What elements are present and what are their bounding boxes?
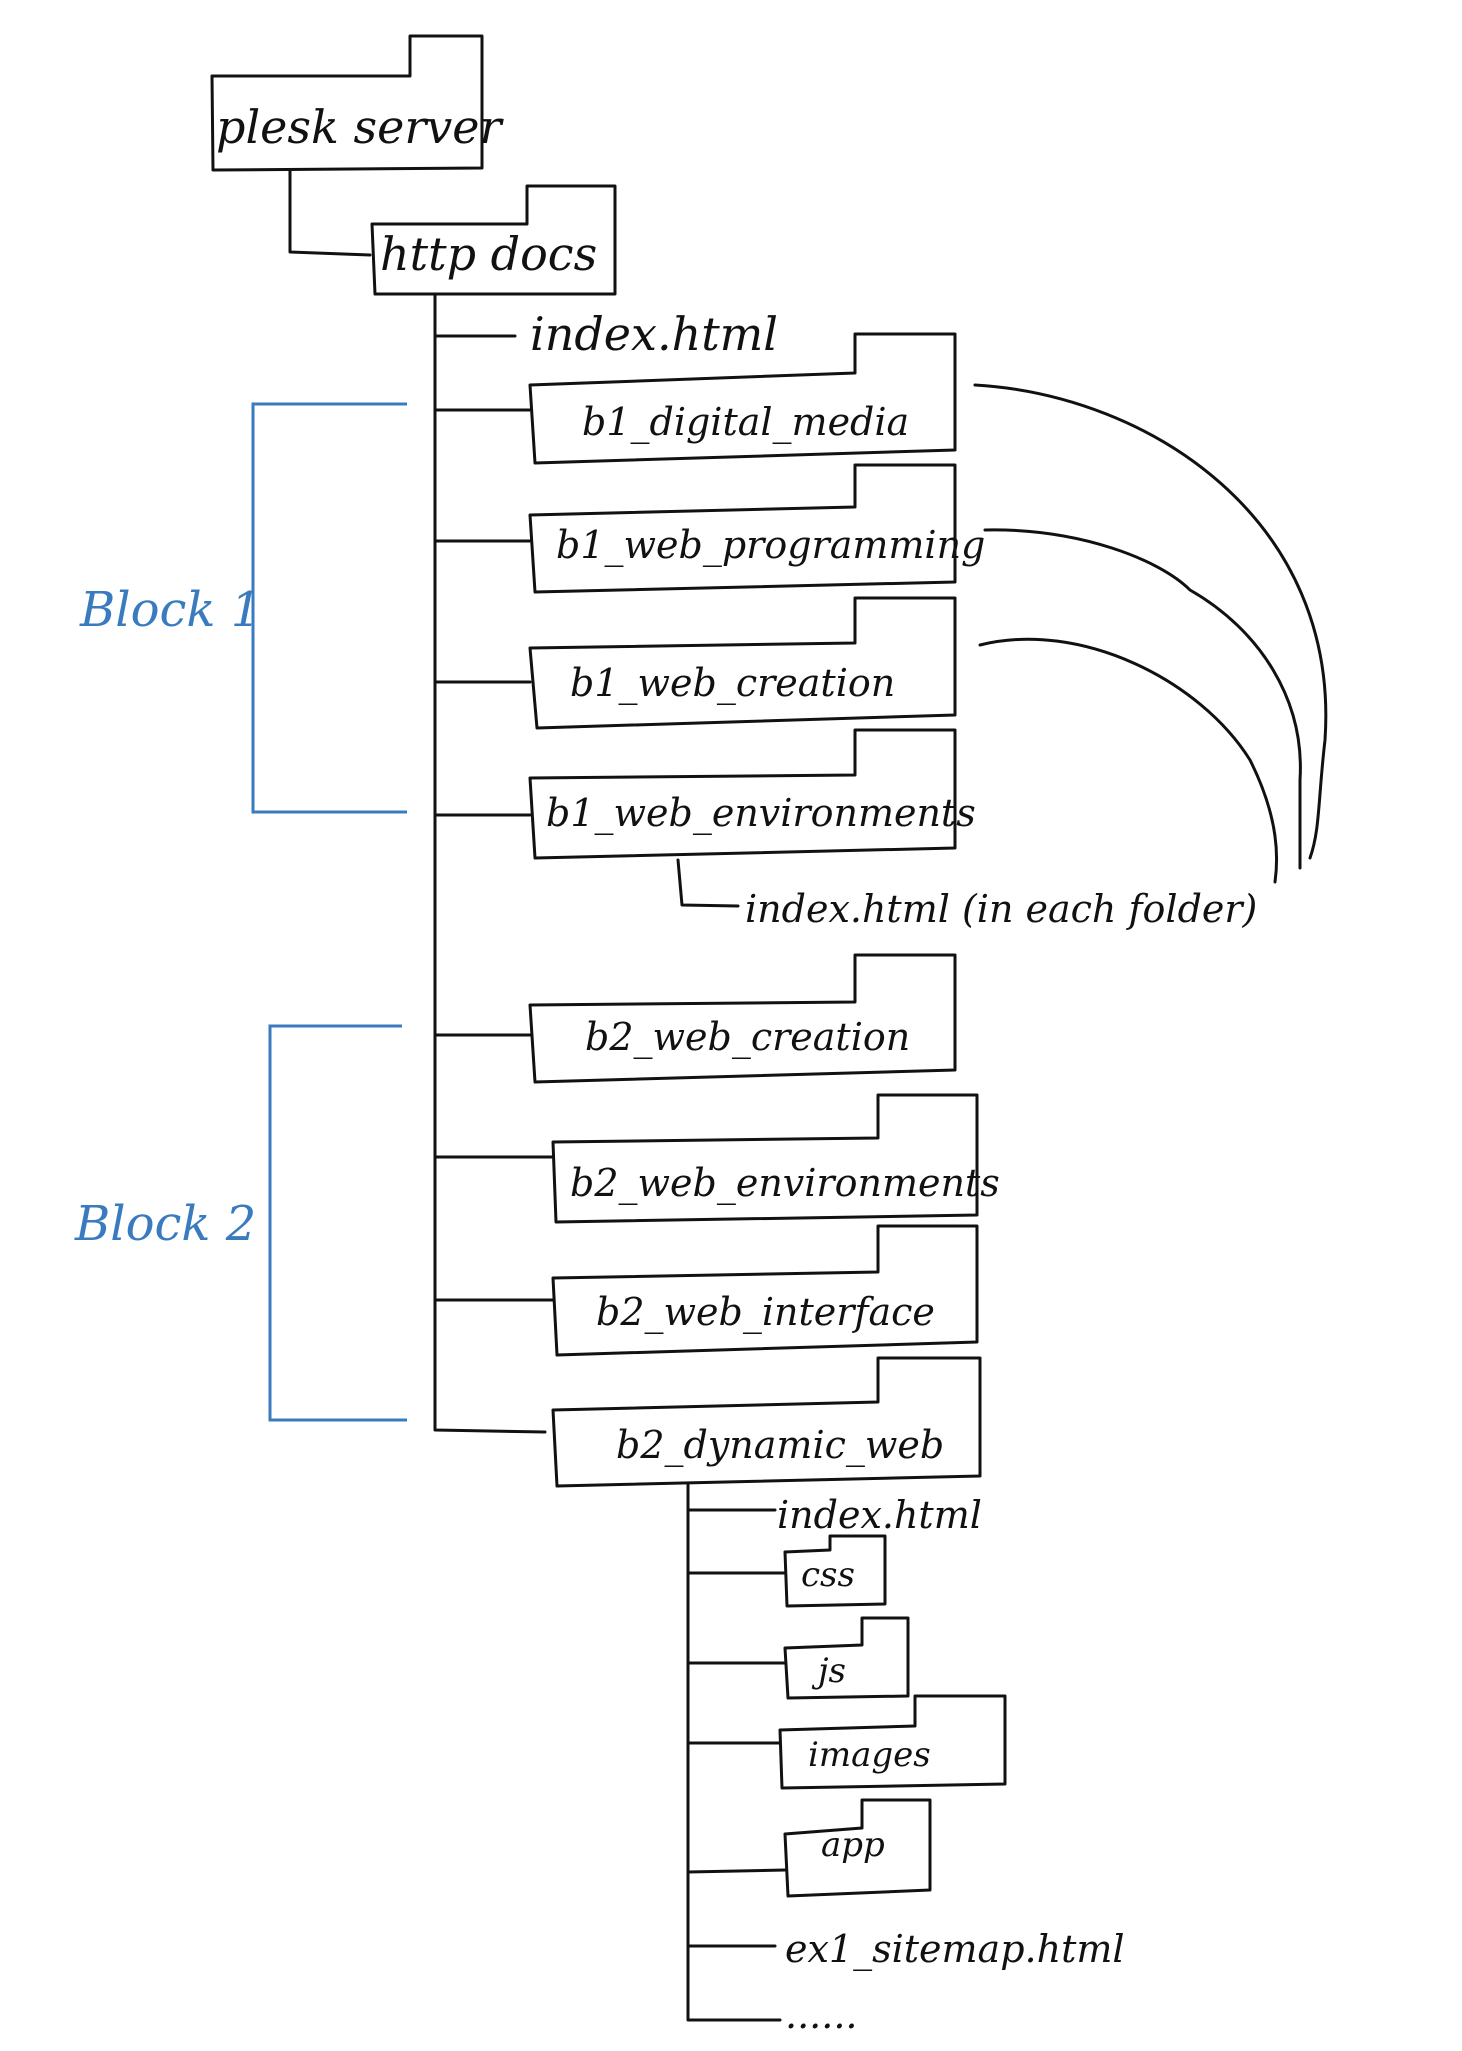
arc-b1-digital-media	[973, 383, 1328, 860]
file-index-dynamic[interactable]: index.html	[777, 1493, 982, 1537]
folder-app[interactable]: app	[783, 1798, 932, 1898]
folder-icon	[778, 1694, 1007, 1790]
arc-b1-web-programming	[983, 528, 1302, 870]
httpdocs-trunk	[433, 290, 547, 1434]
folder-icon	[783, 1534, 887, 1608]
block-1-group: Block 1	[79, 402, 407, 814]
block-2-group: Block 2	[74, 1024, 407, 1422]
folder-b2-web-interface[interactable]: b2_web_interface	[551, 1224, 979, 1357]
folder-icon	[783, 1798, 932, 1898]
folder-icon	[551, 1356, 982, 1488]
folder-label: app	[821, 1825, 885, 1865]
folder-label: plesk server	[216, 100, 505, 154]
folder-icon	[528, 728, 957, 860]
folder-label: css	[801, 1555, 855, 1595]
folder-icon	[528, 332, 957, 465]
block-2-label: Block 2	[74, 1196, 256, 1252]
folder-b2-web-creation[interactable]: b2_web_creation	[528, 953, 957, 1084]
folder-label: b2_web_environments	[570, 1161, 1000, 1206]
block-1-label: Block 1	[79, 582, 261, 638]
folder-b1-web-creation[interactable]: b1_web_creation	[528, 596, 957, 730]
folder-label: b2_dynamic_web	[616, 1423, 944, 1468]
file-index-root[interactable]: index.html	[530, 307, 778, 361]
folder-label: b1_web_programming	[556, 523, 985, 568]
folder-images[interactable]: images	[778, 1694, 1007, 1790]
file-index-each-folder[interactable]: index.html (in each folder)	[745, 887, 1257, 931]
folder-label: images	[808, 1735, 931, 1775]
folder-icon	[210, 34, 484, 172]
folder-label: b1_web_environments	[546, 791, 976, 836]
edge-b1env-index	[676, 858, 740, 908]
folder-label: http docs	[380, 227, 597, 281]
folder-b1-digital-media[interactable]: b1_digital_media	[528, 332, 957, 465]
folder-icon	[528, 596, 957, 730]
folder-icon	[528, 463, 957, 594]
folder-icon	[528, 953, 957, 1084]
folder-icon	[551, 1224, 979, 1357]
more-files-ellipsis: ......	[785, 1993, 857, 2037]
folder-css[interactable]: css	[783, 1534, 887, 1608]
folder-label: b1_digital_media	[582, 400, 909, 445]
connectors	[288, 168, 787, 2022]
edge-dyn-app	[686, 1868, 787, 1874]
folder-label: b1_web_creation	[570, 661, 895, 706]
file-ex1-sitemap[interactable]: ex1_sitemap.html	[785, 1927, 1125, 1972]
folder-b2-web-environments[interactable]: b2_web_environments	[551, 1093, 1000, 1224]
block-1-bracket	[251, 402, 407, 814]
block-2-bracket	[268, 1024, 407, 1422]
folder-b1-web-programming[interactable]: b1_web_programming	[528, 463, 985, 594]
folder-plesk-server[interactable]: plesk server	[210, 34, 505, 172]
folder-icon	[551, 1093, 979, 1224]
folder-icon	[370, 184, 617, 296]
shared-index-arcs	[973, 383, 1328, 884]
folder-http-docs[interactable]: http docs	[370, 184, 617, 296]
folder-label: b2_web_creation	[585, 1015, 910, 1060]
folder-label: b2_web_interface	[596, 1290, 935, 1335]
edge-plesk-httpdocs	[288, 168, 372, 257]
folder-b2-dynamic-web[interactable]: b2_dynamic_web	[551, 1356, 982, 1488]
arc-b1-web-creation	[978, 637, 1279, 884]
dynamic-web-trunk	[686, 1480, 782, 2022]
folder-b1-web-environments[interactable]: b1_web_environments	[528, 728, 976, 860]
folder-icon	[783, 1616, 910, 1700]
folder-js[interactable]: js	[783, 1616, 910, 1700]
